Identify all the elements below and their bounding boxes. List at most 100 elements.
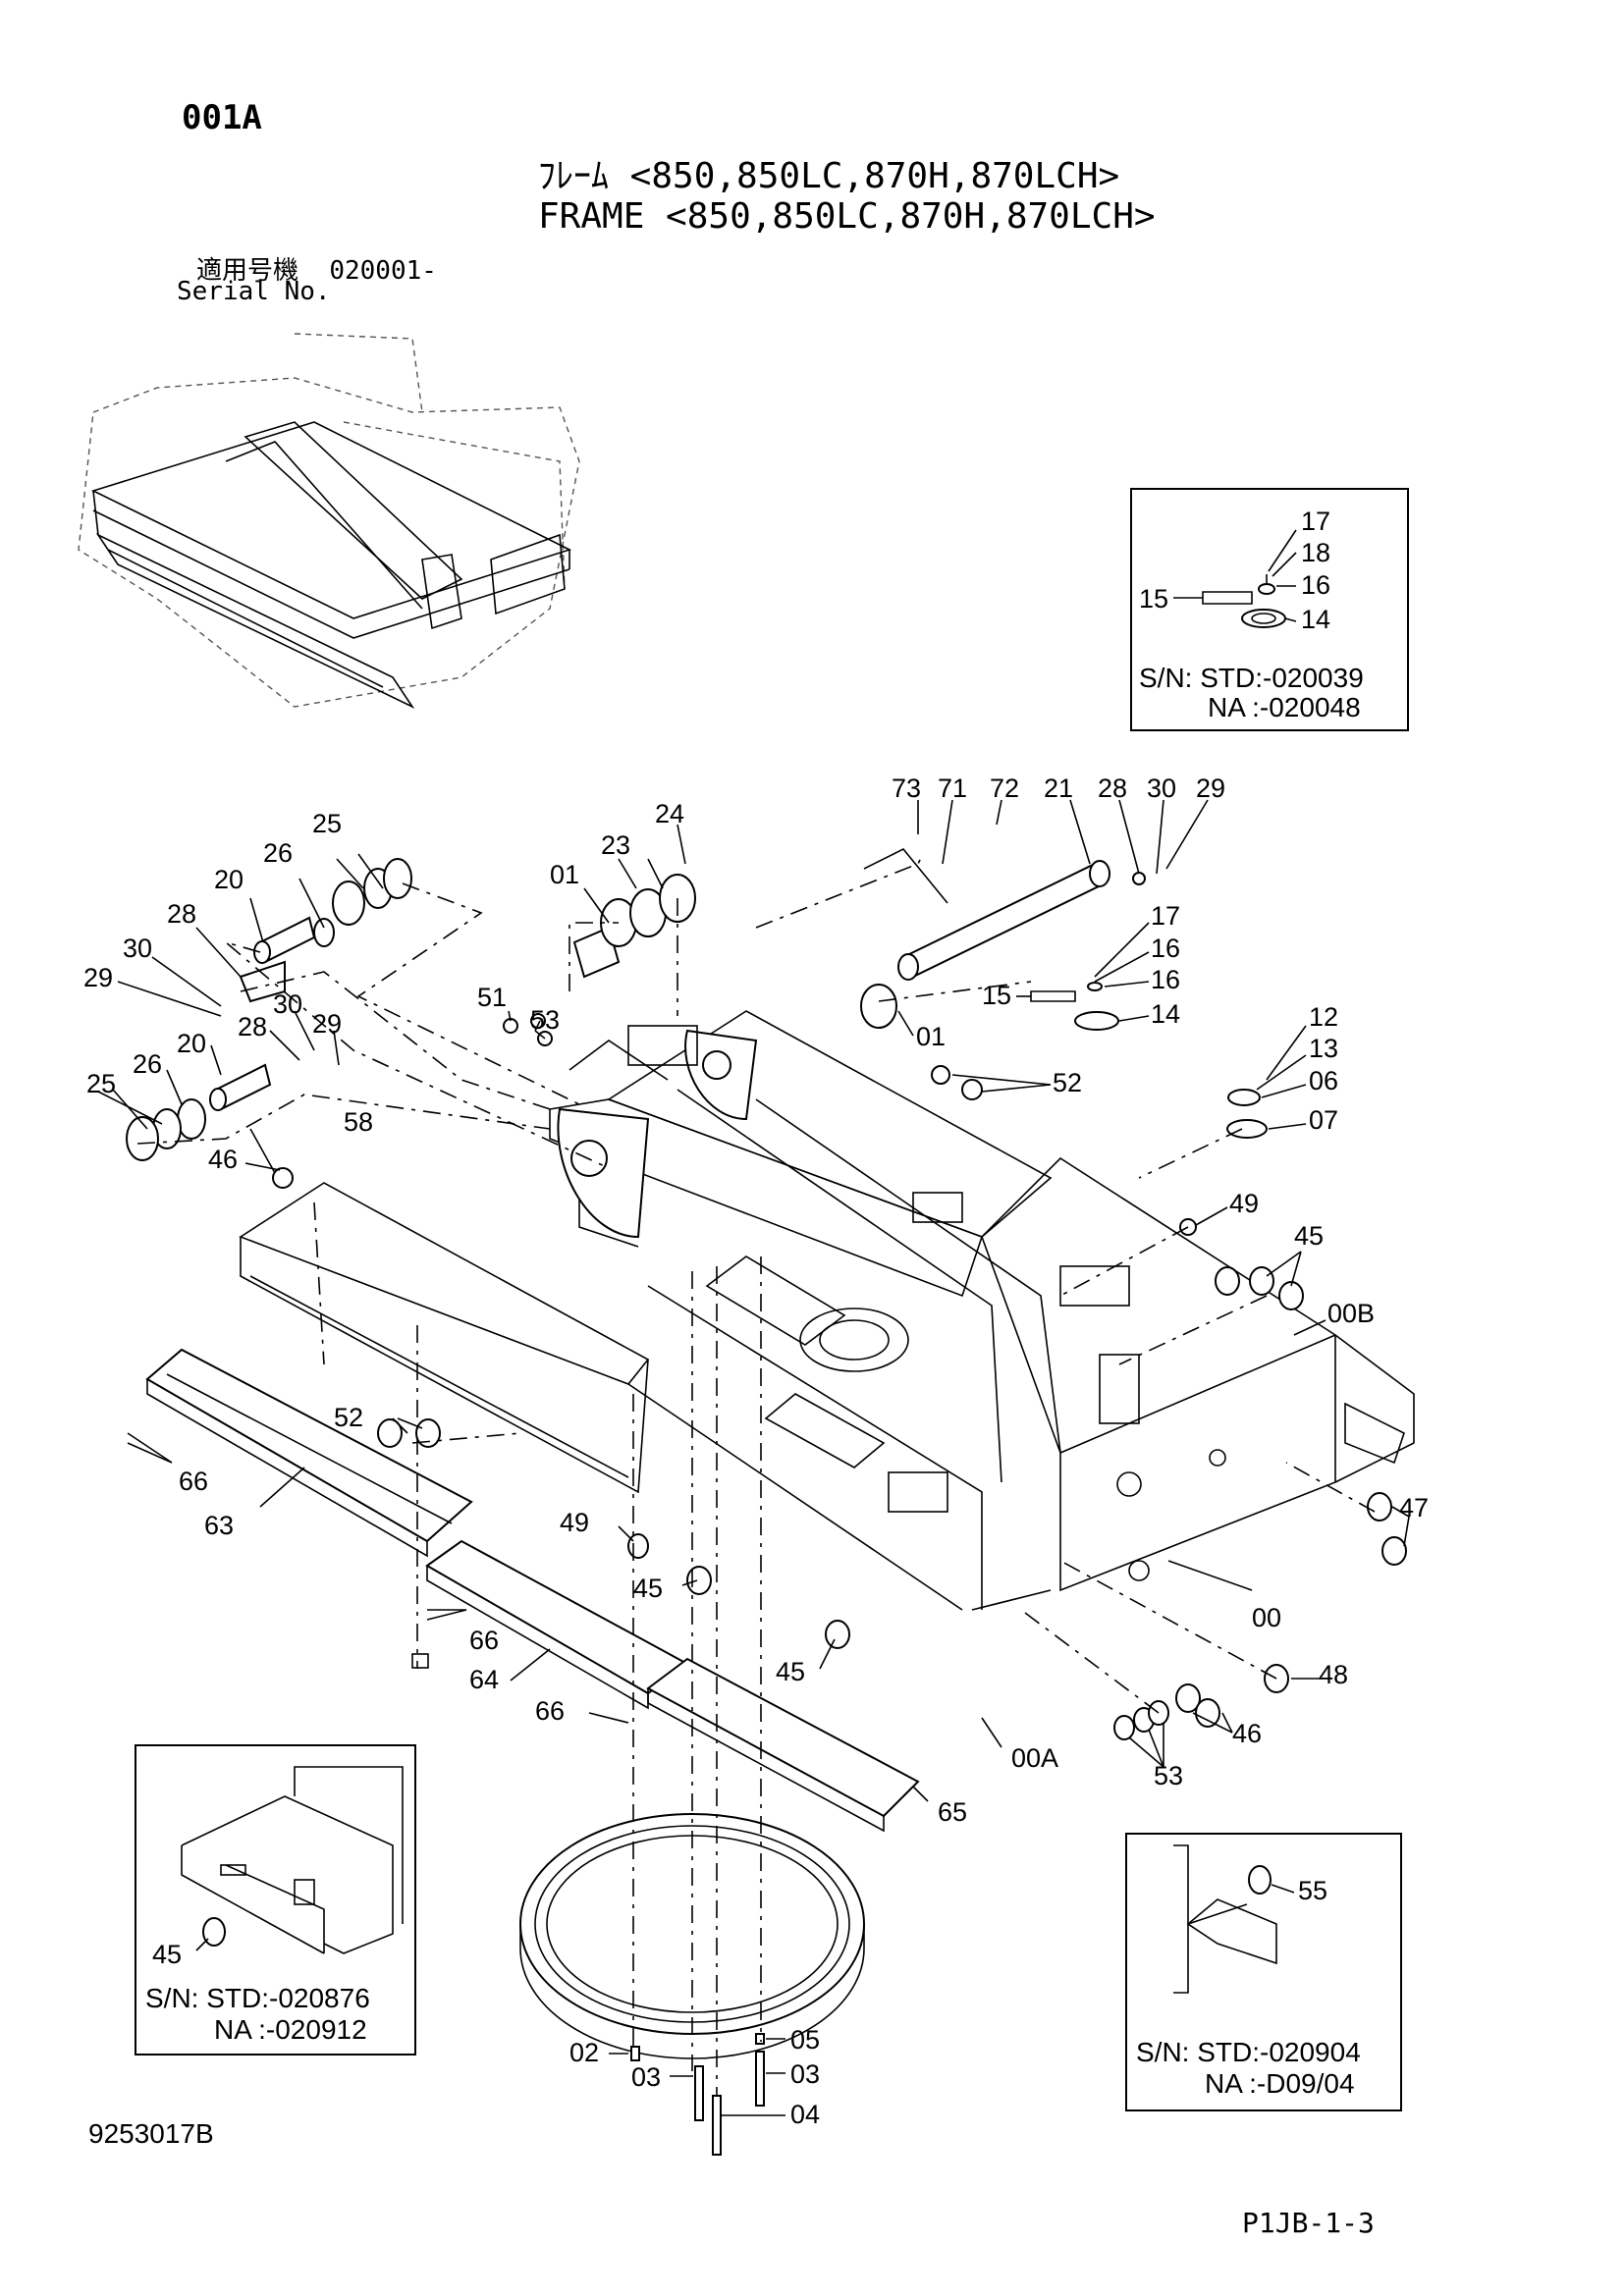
callout-17: 17 — [1151, 901, 1180, 931]
callout-30c: 30 — [1147, 774, 1176, 803]
callout-24: 24 — [655, 799, 684, 828]
callout-47: 47 — [1399, 1493, 1429, 1522]
pin-20-upper — [239, 858, 412, 1003]
callout-20b: 20 — [177, 1029, 206, 1058]
callout-02: 02 — [569, 2038, 599, 2067]
callout-66b: 66 — [469, 1626, 499, 1655]
callout-13: 13 — [1309, 1034, 1338, 1063]
inset-right-serial-std: S/N: STD:-020904 — [1136, 2037, 1361, 2067]
callout-53b: 53 — [1154, 1761, 1183, 1790]
callout-23: 23 — [601, 830, 630, 860]
inset-left-serial-na: NA :-020912 — [214, 2014, 367, 2045]
callout-15: 15 — [982, 981, 1011, 1010]
callout-63: 63 — [204, 1511, 234, 1540]
callout-12: 12 — [1309, 1002, 1338, 1032]
callout-26b: 26 — [133, 1049, 162, 1079]
callout-00b: 00B — [1327, 1299, 1375, 1328]
cover-06-07 — [1226, 1089, 1268, 1139]
pin-21 — [863, 847, 1146, 981]
serial-label-japanese: 適用号機 020001- — [196, 250, 437, 287]
grease-fitting-14 — [1030, 982, 1119, 1031]
callout-03a: 03 — [631, 2062, 661, 2092]
drawing-number: 9253017B — [88, 2118, 214, 2149]
callout-04: 04 — [790, 2100, 820, 2129]
inset-top-serial-na: NA :-020048 — [1208, 692, 1361, 722]
inset-bottom-right: 55 S/N: STD:-020904 NA :-D09/04 — [1125, 1833, 1402, 2111]
title-japanese: ﾌﾚｰﾑ <850,850LC,870H,870LCH> — [538, 156, 1120, 196]
inset-left-callout-45: 45 — [152, 1940, 182, 1969]
main-frame-assembly — [239, 1010, 1415, 1611]
callout-52a: 52 — [1053, 1068, 1082, 1097]
inset-right-serial-na: NA :-D09/04 — [1205, 2068, 1355, 2099]
machine-overview-illustration — [78, 333, 580, 709]
callout-71: 71 — [938, 774, 967, 803]
callout-29a: 29 — [83, 963, 113, 992]
inset-right-callout-55: 55 — [1298, 1876, 1327, 1905]
callout-30b: 30 — [273, 989, 302, 1019]
serial-value: 020001- — [329, 256, 437, 286]
serial-label-english: Serial No. — [177, 277, 331, 306]
callout-28c: 28 — [1098, 774, 1127, 803]
callout-labels: 25 26 20 28 30 29 20 26 25 28 30 29 01 2… — [83, 774, 1429, 2129]
bolts-02-05 — [630, 2033, 765, 2156]
callout-16a: 16 — [1151, 934, 1180, 963]
callout-53a: 53 — [530, 1005, 560, 1035]
page-code: 001A — [182, 98, 262, 137]
callout-49b: 49 — [560, 1508, 589, 1537]
callout-45c: 45 — [776, 1657, 805, 1686]
callout-64: 64 — [469, 1665, 499, 1694]
callout-26a: 26 — [263, 838, 293, 868]
callout-48: 48 — [1319, 1660, 1348, 1689]
inset-callout-15: 15 — [1139, 584, 1168, 614]
callout-06: 06 — [1309, 1066, 1338, 1095]
callout-21: 21 — [1044, 774, 1073, 803]
callout-52b: 52 — [334, 1403, 363, 1432]
assembly-lines — [136, 853, 1376, 2096]
bushing-01-right — [860, 984, 897, 1029]
callout-28a: 28 — [167, 899, 196, 929]
callout-25b: 25 — [86, 1069, 116, 1098]
callout-58: 58 — [344, 1107, 373, 1137]
callout-00a: 00A — [1011, 1743, 1058, 1773]
inset-callout-18: 18 — [1301, 538, 1330, 567]
callout-01a: 01 — [550, 860, 579, 889]
callout-05: 05 — [790, 2025, 820, 2055]
pin-20-lower — [126, 1063, 272, 1161]
inset-top-serial-std: S/N: STD:-020039 — [1139, 663, 1364, 693]
inset-callout-17: 17 — [1301, 507, 1330, 536]
callout-28b: 28 — [238, 1012, 267, 1041]
page-reference: P1JB-1-3 — [1242, 2207, 1375, 2239]
misc-fittings — [272, 1013, 1407, 1740]
walkway-65 — [646, 1657, 920, 1833]
callout-66a: 66 — [179, 1467, 208, 1496]
callout-45a: 45 — [1294, 1221, 1324, 1251]
walkway-64 — [425, 1539, 689, 1710]
callout-16b: 16 — [1151, 965, 1180, 994]
inset-callout-16: 16 — [1301, 570, 1330, 600]
callout-00: 00 — [1252, 1603, 1281, 1632]
callout-51: 51 — [477, 983, 507, 1012]
callout-72: 72 — [990, 774, 1019, 803]
inset-callout-14: 14 — [1301, 605, 1330, 634]
callout-25a: 25 — [312, 809, 342, 838]
walkway-63 — [145, 1348, 473, 1558]
inset-bottom-left: 45 S/N: STD:-020876 NA :-020912 — [135, 1744, 416, 2056]
inset-left-serial-std: S/N: STD:-020876 — [145, 1983, 370, 2013]
title-english: FRAME <850,850LC,870H,870LCH> — [538, 196, 1156, 237]
callout-29b: 29 — [312, 1009, 342, 1039]
callout-30a: 30 — [123, 934, 152, 963]
callout-65: 65 — [938, 1797, 967, 1827]
bushing-01-left — [572, 874, 696, 979]
callout-45b: 45 — [633, 1574, 663, 1603]
callout-29c: 29 — [1196, 774, 1225, 803]
callout-49a: 49 — [1229, 1189, 1259, 1218]
callout-46a: 46 — [208, 1145, 238, 1174]
serial-label-jp: 適用号機 — [196, 256, 299, 286]
callout-03b: 03 — [790, 2059, 820, 2089]
callout-01b: 01 — [916, 1022, 946, 1051]
callout-66c: 66 — [535, 1696, 565, 1726]
callout-14: 14 — [1151, 999, 1180, 1029]
leader-lines — [97, 799, 1410, 2116]
callout-73: 73 — [892, 774, 921, 803]
